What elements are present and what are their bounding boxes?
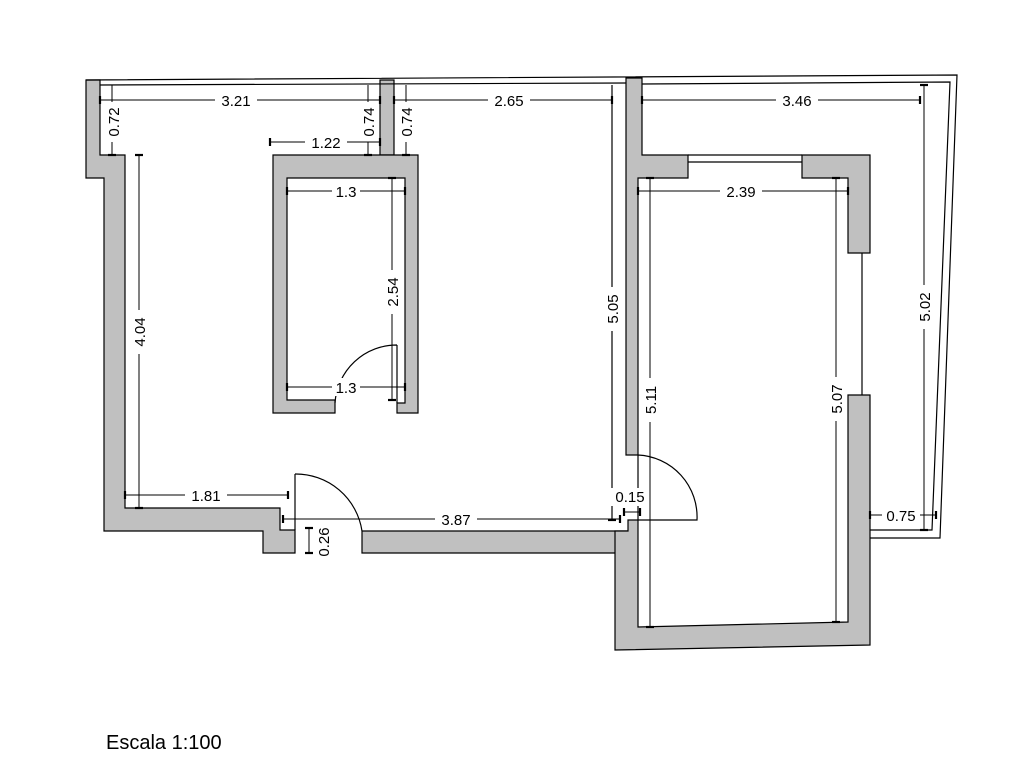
dimension-label: 3.21 [221,93,250,110]
dimension-label: 0.72 [106,107,123,136]
dimension-label: 1.3 [336,380,357,397]
dimension-label: 1.22 [311,135,340,152]
dimension-0-26: 0.26 [305,522,333,562]
dimension-label: 1.3 [336,184,357,201]
dimension-0-75: 0.75 [868,506,938,525]
wall-top-stub [379,79,395,156]
dimension-1-81: 1.81 [123,486,290,505]
dimension-label: 5.02 [917,292,934,321]
dimension-label: 3.87 [441,512,470,529]
dimension-label: 2.65 [494,93,523,110]
walls [85,77,871,651]
dimension-5-05: 5.05 [603,85,622,522]
dimension-label: 0.74 [361,107,378,136]
dimension-0-72: 0.72 [104,85,123,157]
dimension-5-11: 5.11 [641,176,660,629]
dimension-0-74-a: 0.74 [360,85,378,157]
dimension-2-65: 2.65 [392,91,614,110]
dimension-label: 0.74 [399,107,416,136]
dimension-label: 3.46 [782,93,811,110]
dimension-5-02: 5.02 [915,83,934,532]
scale-label: Escala 1:100 [106,732,222,754]
dimension-label: 4.04 [132,317,149,346]
right-boundary-inner [641,81,951,531]
dimension-2-54: 2.54 [383,176,402,402]
top-boundary-inner [99,82,627,86]
dimension-label: 2.54 [385,277,402,306]
dimension-label: 5.05 [605,294,622,323]
wall-bath [272,154,419,414]
door-entry [294,473,363,532]
dimension-label: 5.11 [643,386,660,414]
wall-right-room-bottom [614,394,871,651]
dimension-label: 5.07 [829,384,846,413]
wall-right-room-top [801,154,871,254]
dimension-label: 0.75 [886,508,915,525]
dimension-3-87: 3.87 [281,510,622,529]
doors [294,344,698,532]
dimensions: 3.21 0.72 0.74 0.74 1 [98,83,938,629]
dimension-label: 2.39 [726,184,755,201]
dimension-label: 1.81 [191,488,220,505]
dimension-1-3-bottom: 1.3 [285,378,407,397]
dimension-0-15: 0.15 [611,488,649,516]
top-boundary [85,74,958,539]
dimension-1-22: 1.22 [268,133,382,152]
dimension-label: 0.26 [316,527,333,556]
door-right-room [637,454,698,521]
dimension-1-3-top: 1.3 [285,182,407,201]
dimension-2-39: 2.39 [636,182,850,201]
wall-left-outer [85,79,296,554]
dimension-4-04: 4.04 [130,153,149,510]
dimension-0-74-b: 0.74 [398,85,416,157]
dimension-5-07: 5.07 [827,176,846,624]
dimension-label: 0.15 [615,489,644,506]
boundary-lines [85,74,958,539]
dimension-3-21: 3.21 [98,91,382,110]
dimension-3-46: 3.46 [640,91,922,110]
wall-bottom-center [361,530,629,554]
